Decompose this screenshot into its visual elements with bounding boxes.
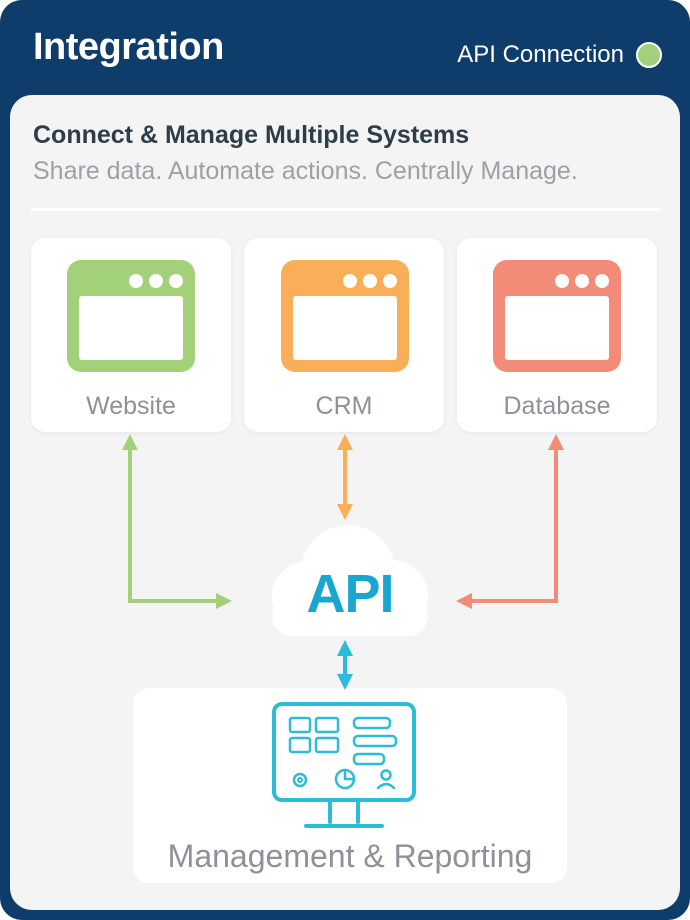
- management-card: Management & Reporting: [133, 688, 567, 883]
- header-title: Integration: [33, 26, 224, 68]
- api-connection-status: API Connection: [457, 40, 662, 70]
- panel-subtitle: Share data. Automate actions. Centrally …: [33, 157, 578, 185]
- status-label: API Connection: [457, 41, 624, 68]
- database-card: Database: [457, 238, 657, 432]
- browser-window-icon: [493, 260, 621, 372]
- crm-label: CRM: [315, 392, 373, 420]
- database-label: Database: [503, 392, 611, 420]
- browser-window-icon: [67, 260, 195, 372]
- crm-card: CRM: [244, 238, 444, 432]
- api-label: API: [306, 564, 394, 624]
- divider: [31, 208, 661, 211]
- browser-window-icon: [281, 260, 409, 372]
- panel-title: Connect & Manage Multiple Systems: [33, 121, 470, 149]
- website-card: Website: [31, 238, 231, 432]
- management-label: Management & Reporting: [167, 838, 533, 874]
- website-label: Website: [86, 392, 176, 420]
- status-dot-icon: [636, 42, 662, 68]
